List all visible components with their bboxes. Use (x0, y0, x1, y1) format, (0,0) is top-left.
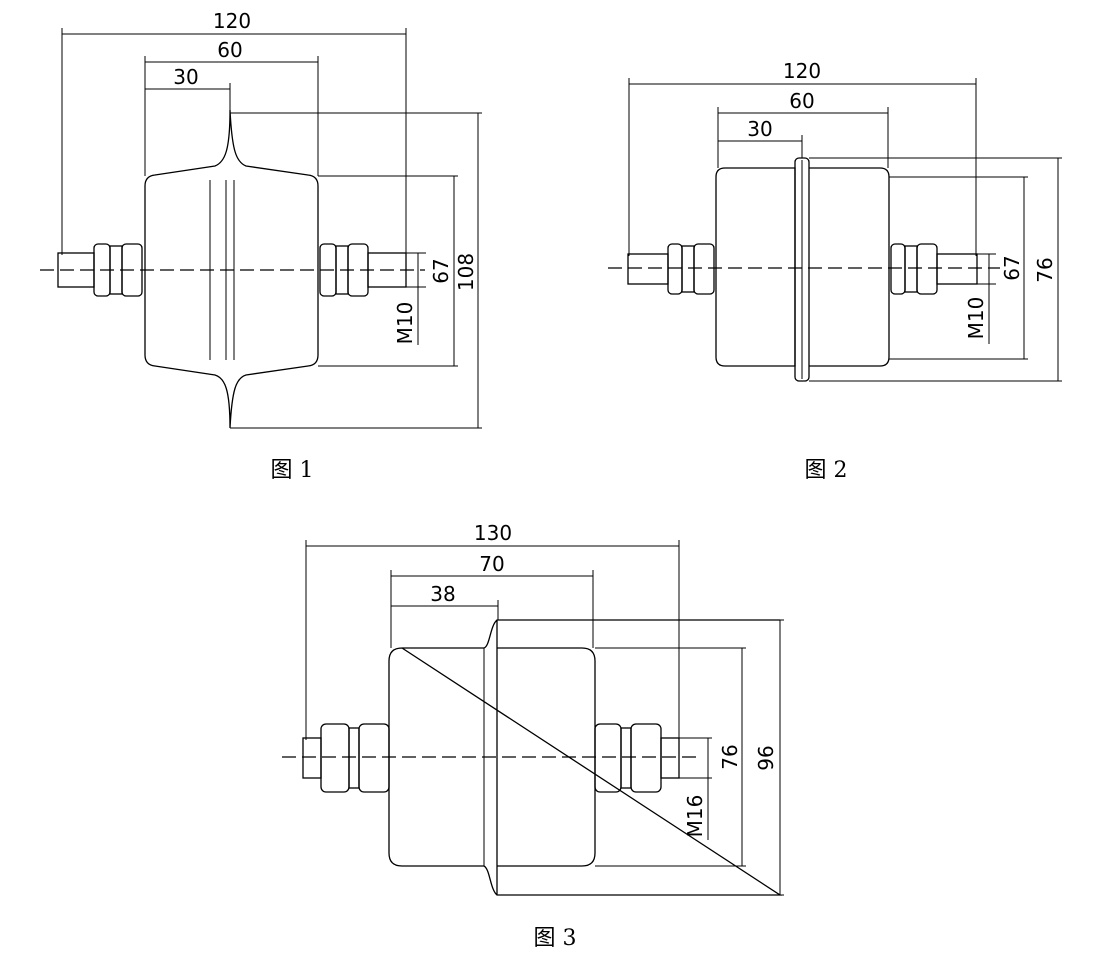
dim-outer-height: 76 (1033, 257, 1057, 282)
insulator-body (715, 167, 796, 367)
dim-thread: M10 (964, 297, 988, 340)
right-washer (904, 245, 918, 293)
figure-caption: 图 2 (805, 458, 848, 483)
right-nut (594, 723, 622, 793)
insulator-body (388, 619, 783, 896)
dim-outer-height: 108 (454, 253, 478, 291)
left-washer (348, 727, 360, 789)
dim-flange-offset: 30 (747, 117, 772, 141)
dim-outer-height: 96 (754, 745, 778, 770)
figure-caption: 图 1 (271, 458, 314, 483)
dim-thread: M16 (683, 795, 707, 838)
dim-inner-height: 67 (1000, 255, 1024, 280)
left-stud (627, 253, 669, 285)
figure-3: 130 70 38 96 76 M16 图 3 (282, 521, 784, 951)
right-stud (936, 253, 978, 285)
dim-inner-height: 76 (718, 744, 742, 769)
dim-mid-length: 60 (217, 38, 242, 62)
figure-caption: 图 3 (534, 926, 577, 951)
dim-thread: M10 (393, 302, 417, 345)
dim-mid-length: 70 (479, 552, 504, 576)
dim-flange-offset: 38 (430, 582, 455, 606)
left-nut (667, 243, 683, 295)
left-stud (302, 737, 322, 779)
right-nut (630, 723, 662, 793)
left-washer (681, 245, 695, 293)
right-stud (367, 252, 407, 288)
dim-mid-length: 60 (789, 89, 814, 113)
figure-1: 120 60 30 108 67 M10 图 1 (40, 9, 482, 483)
left-nut (121, 243, 143, 297)
dim-overall-length: 120 (783, 59, 821, 83)
right-nut (890, 243, 906, 295)
left-nut (693, 243, 715, 295)
right-washer (620, 727, 632, 789)
left-nut (320, 723, 350, 793)
insulator-body (809, 167, 890, 367)
left-nut (358, 723, 390, 793)
figure-2: 120 60 30 76 67 M10 图 2 (608, 59, 1062, 483)
dim-overall-length: 120 (213, 9, 251, 33)
right-stud (660, 737, 680, 779)
insulator-body (144, 109, 319, 429)
right-nut (916, 243, 938, 295)
dim-inner-height: 67 (429, 258, 453, 283)
dim-overall-length: 130 (474, 521, 512, 545)
dim-flange-offset: 30 (173, 65, 198, 89)
